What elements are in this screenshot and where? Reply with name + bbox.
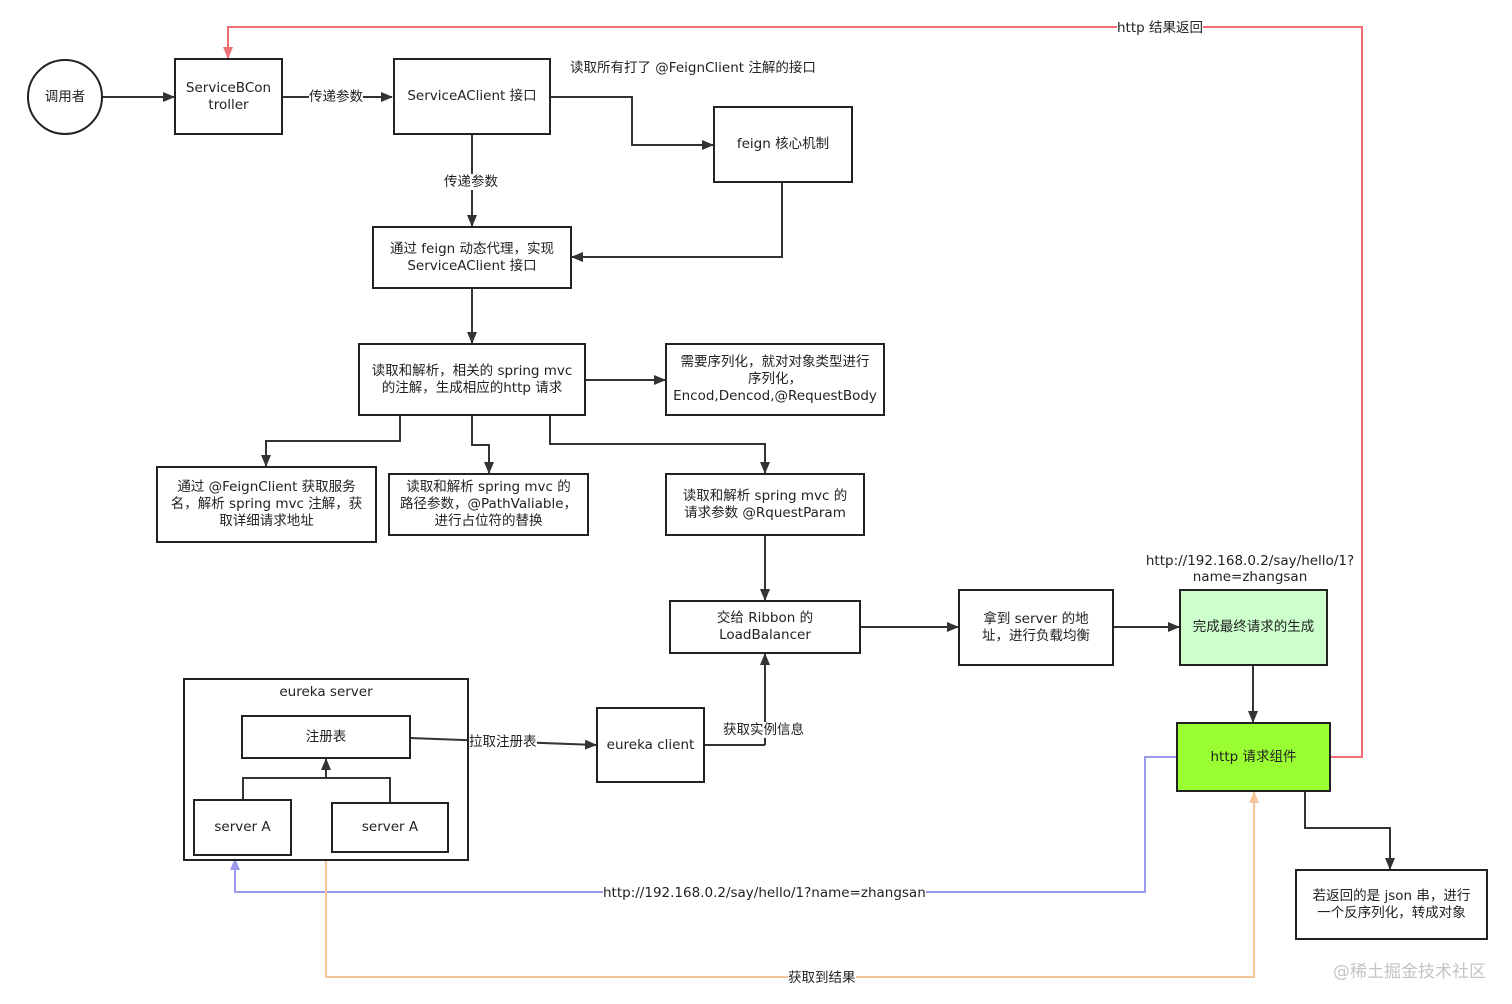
label-read-all-feignclient: 读取所有打了 @FeignClient 注解的接口 xyxy=(570,60,816,76)
feign-proxy-node: 通过 feign 动态代理，实现 ServiceAClient 接口 xyxy=(372,226,572,289)
label-get-result: 获取到结果 xyxy=(788,970,856,986)
label-url-top: http://192.168.0.2/say/hello/1? name=zha… xyxy=(1145,553,1355,585)
json-result-node: 若返回的是 json 串，进行 一个反序列化，转成对象 xyxy=(1295,869,1488,940)
caller-node: 调用者 xyxy=(27,59,103,135)
edge-readparse-to-requestparam xyxy=(549,415,770,474)
edge-readparse-to-pathparam xyxy=(471,415,494,474)
server-a-left-node: server A xyxy=(193,799,292,856)
label-url-bottom: http://192.168.0.2/say/hello/1?name=zhan… xyxy=(603,885,926,901)
edge-httpcomponent-to-jsonresult xyxy=(1304,790,1395,870)
edge-http-result-return xyxy=(223,26,1363,758)
path-param-node: 读取和解析 spring mvc 的 路径参数，@PathValiable， 进… xyxy=(388,473,589,536)
label-get-instance-info: 获取实例信息 xyxy=(723,722,804,738)
service-b-controller-node: ServiceBCon troller xyxy=(174,58,283,135)
edge-http-request-to-server xyxy=(230,756,1177,893)
edge-readparse-to-feignclientname xyxy=(261,415,401,467)
edge-client-to-feign-core xyxy=(550,96,714,150)
service-a-client-node: ServiceAClient 接口 xyxy=(393,58,551,135)
registry-node: 注册表 xyxy=(241,715,411,759)
edge-servers-to-registry xyxy=(242,759,391,802)
request-param-node: 读取和解析 spring mvc 的 请求参数 @RquestParam xyxy=(665,473,865,536)
label-pull-registry: 拉取注册表 xyxy=(469,734,537,750)
label-http-result-return: http 结果返回 xyxy=(1117,20,1204,36)
http-component-node: http 请求组件 xyxy=(1176,722,1331,792)
eureka-server-label: eureka server xyxy=(279,684,373,700)
eureka-client-node: eureka client xyxy=(596,707,705,783)
server-a-right-node: server A xyxy=(331,802,449,853)
feign-core-node: feign 核心机制 xyxy=(713,106,853,183)
eureka-server-container: eureka server xyxy=(183,678,469,861)
watermark: @稀土掘金技术社区 xyxy=(1333,962,1486,982)
feignclient-name-node: 通过 @FeignClient 获取服务 名，解析 spring mvc 注解，… xyxy=(156,466,377,543)
serialize-node: 需要序列化，就对对象类型进行 序列化， Encod,Dencod,@Reques… xyxy=(665,343,885,416)
ribbon-loadbalancer-node: 交给 Ribbon 的 LoadBalancer xyxy=(669,600,861,654)
edge-feign-core-to-proxy xyxy=(571,182,783,262)
final-request-node: 完成最终请求的生成 xyxy=(1179,589,1328,666)
label-pass-params-horizontal: 传递参数 xyxy=(309,89,363,105)
read-parse-mvc-node: 读取和解析，相关的 spring mvc 的注解，生成相应的http 请求 xyxy=(358,343,586,416)
label-pass-params-vertical: 传递参数 xyxy=(444,174,498,190)
server-address-node: 拿到 server 的地 址，进行负载均衡 xyxy=(958,589,1114,666)
